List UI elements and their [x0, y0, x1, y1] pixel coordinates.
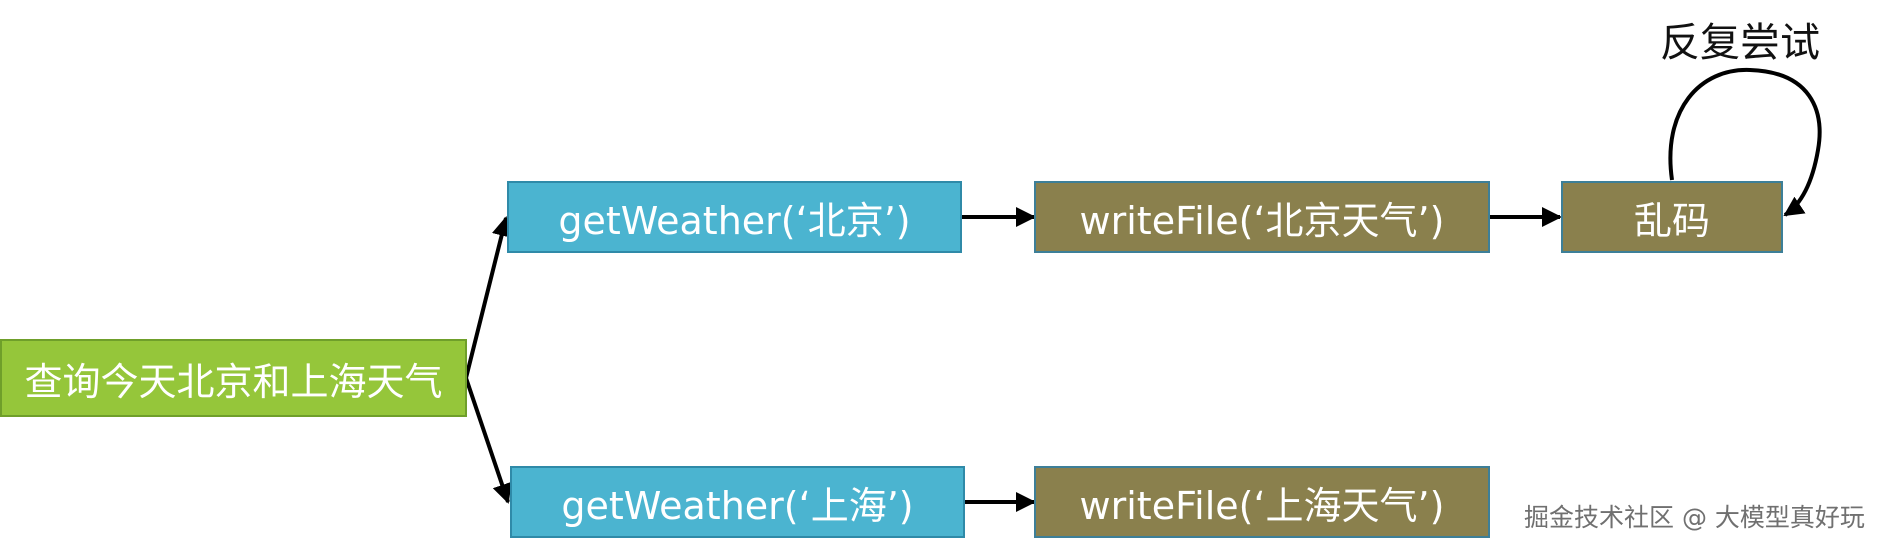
garbled-node: 乱码: [1561, 181, 1783, 253]
arrow-query-to-beijing: [464, 216, 512, 379]
writefile-shanghai-label: writeFile(‘上海天气’): [1079, 483, 1445, 528]
writefile-beijing-node: writeFile(‘北京天气’): [1034, 181, 1490, 253]
getweather-shanghai-node: getWeather(‘上海’): [510, 466, 965, 538]
getweather-beijing-label: getWeather(‘北京’): [558, 198, 911, 243]
query-node: 查询今天北京和上海天气: [0, 339, 467, 417]
getweather-shanghai-label: getWeather(‘上海’): [561, 483, 914, 528]
retry-loop-label: 反复尝试: [1660, 20, 1820, 66]
retry-loop-arrow: [1668, 67, 1822, 217]
garbled-label: 乱码: [1633, 198, 1710, 243]
writefile-shanghai-node: writeFile(‘上海天气’): [1034, 466, 1490, 538]
getweather-beijing-node: getWeather(‘北京’): [507, 181, 962, 253]
watermark: 掘金技术社区 @ 大模型真好玩: [1524, 503, 1865, 532]
arrow-query-to-shanghai: [464, 377, 512, 504]
writefile-beijing-label: writeFile(‘北京天气’): [1079, 198, 1445, 243]
query-node-label: 查询今天北京和上海天气: [24, 359, 443, 404]
